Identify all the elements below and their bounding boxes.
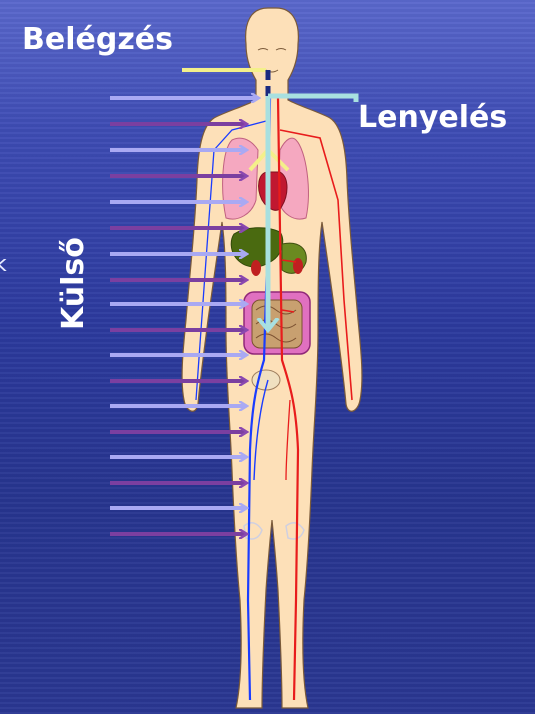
inhale-label: Belégzés <box>22 22 173 57</box>
body-outline <box>182 8 362 708</box>
intestines <box>244 292 310 354</box>
edge-text-fragment: k <box>0 252 7 277</box>
human-body-figure <box>182 8 362 708</box>
outer-label: Külső <box>56 237 91 330</box>
swallow-label: Lenyelés <box>358 100 507 135</box>
